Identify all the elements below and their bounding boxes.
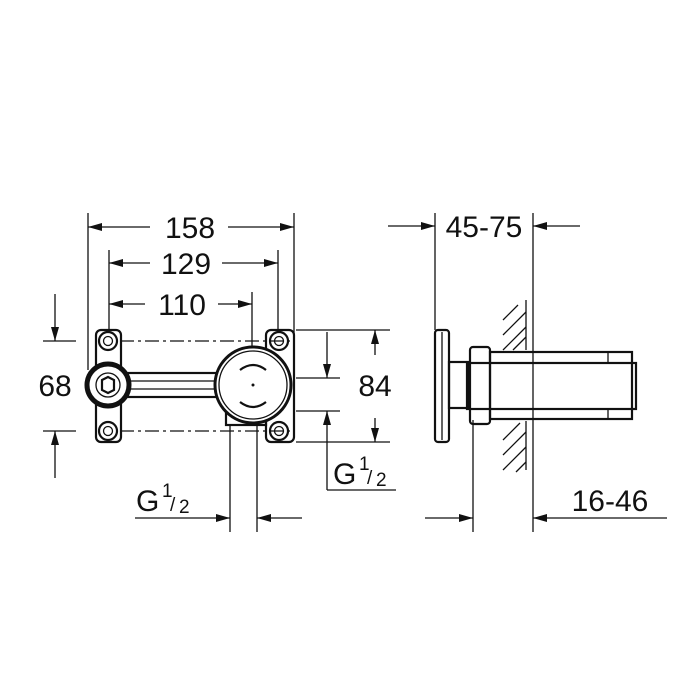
thread-slash: /: [367, 468, 373, 489]
wall-section: [502, 300, 527, 473]
dim-thread-bottom: G 1 / 2: [135, 425, 302, 532]
dim-158: 158: [87, 212, 295, 370]
thread-den: 2: [179, 497, 190, 518]
dim-68: 68: [38, 294, 76, 478]
thread-num: 1: [359, 454, 370, 475]
dim-84-label: 84: [358, 370, 391, 403]
thread-letter: G: [136, 485, 159, 518]
mounting-bracket-front: [84, 328, 296, 444]
dim-68-label: 68: [38, 370, 71, 403]
valve-body-side: [433, 328, 638, 444]
dim-thread-right: G 1 / 2: [296, 332, 396, 491]
dim-45-75: 45-75: [388, 211, 580, 532]
thread-num: 1: [162, 481, 173, 502]
thread-letter: G: [333, 458, 356, 491]
thread-slash: /: [170, 495, 176, 516]
thread-den: 2: [376, 470, 387, 491]
dim-16-46-label: 16-46: [572, 485, 649, 518]
dim-158-label: 158: [165, 212, 215, 245]
dim-16-46: 16-46: [425, 420, 667, 532]
dim-110-label: 110: [158, 289, 206, 322]
dim-84: 84: [296, 329, 392, 443]
dim-129-label: 129: [161, 248, 211, 281]
dim-129: 129: [108, 248, 279, 332]
dim-45-75-label: 45-75: [446, 211, 523, 244]
